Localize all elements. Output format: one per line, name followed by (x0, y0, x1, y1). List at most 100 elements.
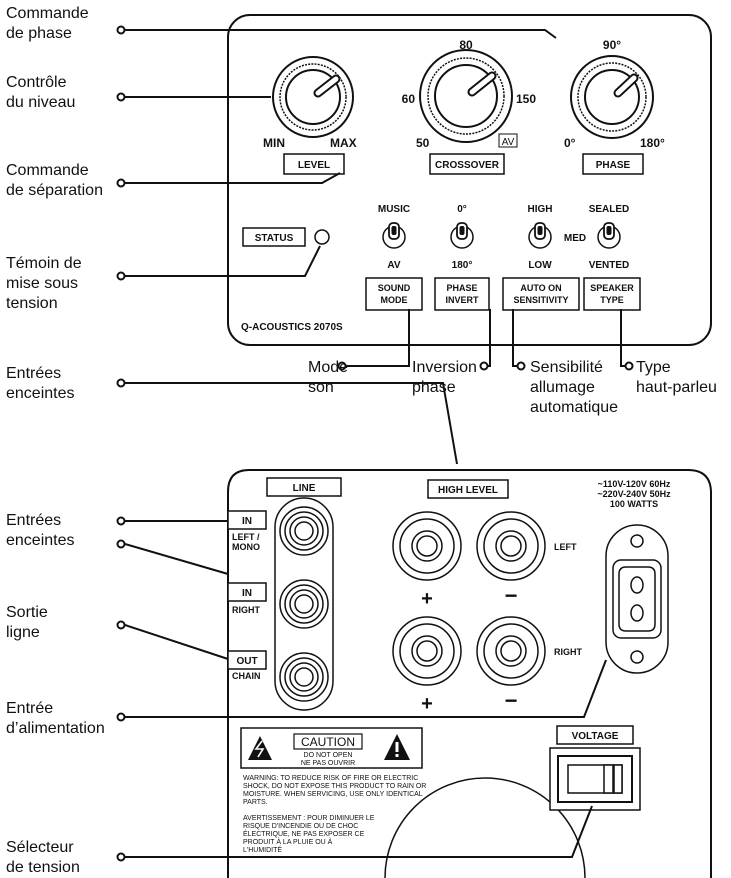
voltage-selector-switch[interactable] (549, 747, 641, 811)
callout-speaker-type-1: Type (636, 359, 671, 376)
sound-mode-label-1: SOUND (378, 283, 411, 293)
callout-auto-on-2: allumage (530, 379, 595, 396)
level-label: LEVEL (298, 160, 330, 171)
leader-sound-mode (342, 309, 410, 367)
leader-crossover (125, 172, 341, 184)
speaker-left-plus-terminal[interactable] (392, 511, 462, 581)
right-channel-label: RIGHT (554, 647, 583, 657)
warning-en-3: MOISTURE. WHEN SERVICING, USE ONLY IDENT… (243, 791, 423, 798)
rca-out-chain-jack[interactable] (279, 652, 329, 702)
caution-label: CAUTION (301, 735, 355, 749)
line-label: LINE (293, 483, 316, 494)
leader-phase-invert (484, 309, 491, 367)
status-led (314, 229, 330, 245)
callout-phase-invert-1: Inversion (412, 359, 477, 376)
in-right-label: IN (242, 588, 252, 599)
warning-fr-2: RISQUE D'INCENDIE OU DE CHOC (243, 823, 358, 830)
plus-sign-lower: + (421, 693, 433, 715)
left-channel-label: LEFT (554, 542, 577, 552)
crossover-av-label: AV (502, 137, 515, 148)
callout-line-out-1: Sortie (6, 604, 48, 621)
phase-knob[interactable] (570, 55, 654, 139)
leader-in-right (124, 543, 229, 575)
phase-invert-top-label: 0° (457, 204, 467, 215)
phase-invert-switch[interactable] (450, 222, 474, 249)
in-right-sub: RIGHT (232, 605, 261, 615)
leader-status (125, 245, 321, 277)
in-left-sub-2: MONO (232, 542, 260, 552)
callout-power-led-1: Témoin de (6, 255, 82, 272)
phase-invert-label-2: INVERT (445, 295, 479, 305)
leader-speaker-inputs (125, 382, 458, 465)
voltage-label-box (556, 725, 634, 745)
callout-level-2: du niveau (6, 94, 75, 111)
speaker-type-label-2: TYPE (600, 295, 624, 305)
speaker-type-switch[interactable] (597, 222, 621, 249)
crossover-80-label: 80 (459, 38, 473, 52)
callout-leaders (124, 29, 629, 858)
warning-fr-3: ÉLECTRIQUE, NE PAS EXPOSER CE (243, 829, 365, 838)
callout-line-out-2: ligne (6, 624, 40, 641)
callout-power-led-2: mise sous (6, 275, 78, 292)
speaker-type-label-box (583, 277, 641, 311)
speaker-left-minus-terminal[interactable] (476, 511, 546, 581)
callout-speaker-inputs-b-2: enceintes (6, 532, 75, 549)
callout-voltage-2: de tension (6, 859, 80, 876)
callout-level-1: Contrôle (6, 74, 67, 91)
rca-in-left-jack[interactable] (279, 506, 329, 556)
crossover-150-label: 150 (516, 92, 536, 106)
level-knob[interactable] (272, 56, 354, 138)
crossover-av-box (498, 133, 518, 148)
phase-invert-bottom-label: 180° (452, 260, 473, 271)
out-label: OUT (236, 656, 257, 667)
power-spec-1: ~110V-120V 60Hz (598, 479, 671, 489)
crossover-label-box (429, 153, 505, 175)
warning-fr-4: PRODUIT À LA PLUIE OU À (243, 837, 333, 846)
left-callouts: Commande de phase Contrôle du niveau Com… (6, 5, 105, 876)
phase-invert-label-1: PHASE (446, 283, 477, 293)
callout-phase-2: de phase (6, 25, 72, 42)
caution-label-panel: CAUTION DO NOT OPEN NE PAS OUVRIR (240, 727, 423, 769)
auto-on-label-2: SENSITIVITY (513, 295, 568, 305)
phase-label-box (582, 153, 644, 175)
warning-en-4: PARTS. (243, 799, 268, 806)
sound-mode-label-box (365, 277, 423, 311)
in-left-sub-1: LEFT / (232, 532, 260, 542)
speaker-type-label-1: SPEAKER (590, 283, 634, 293)
phase-0-label: 0° (564, 136, 576, 150)
rca-in-right-jack[interactable] (279, 579, 329, 629)
crossover-label: CROSSOVER (435, 160, 500, 171)
lightning-warning-icon (248, 736, 272, 760)
callout-crossover-1: Commande (6, 162, 89, 179)
model-name: Q-ACOUSTICS 2070S (241, 322, 343, 333)
callout-sound-mode-1: Mode (308, 359, 348, 376)
power-spec-2: ~220V-240V 50Hz (597, 489, 671, 499)
callout-auto-on-3: automatique (530, 399, 618, 416)
speaker-type-top-label: SEALED (589, 204, 630, 215)
line-label-box (266, 477, 342, 497)
minus-sign-lower: − (505, 688, 518, 713)
crossover-knob[interactable] (419, 49, 513, 143)
callout-sound-mode-2: son (308, 379, 334, 396)
leader-line-out (124, 624, 229, 660)
leader-speaker-type (620, 309, 629, 367)
status-label: STATUS (255, 233, 294, 244)
exclamation-warning-icon (384, 734, 410, 760)
phase-invert-label-box (434, 277, 490, 311)
in-right-label-box (227, 582, 267, 602)
phase-90-label: 90° (603, 38, 621, 52)
auto-on-mid-label: MED (564, 233, 586, 244)
auto-on-top-label: HIGH (528, 204, 553, 215)
power-inlet[interactable] (605, 524, 669, 674)
minus-sign-upper: − (505, 583, 518, 608)
high-level-label-box (427, 479, 509, 499)
auto-on-switch[interactable] (528, 222, 552, 249)
crossover-50-label: 50 (416, 136, 430, 150)
plus-sign-upper: + (421, 588, 433, 610)
speaker-right-plus-terminal[interactable] (392, 616, 462, 686)
control-panel: MIN MAX LEVEL 80 60 150 50 AV CROSSOVER … (227, 14, 712, 346)
speaker-right-minus-terminal[interactable] (476, 616, 546, 686)
sound-mode-switch[interactable] (382, 222, 406, 249)
callout-speaker-inputs-b-1: Entrées (6, 512, 61, 529)
speaker-type-bottom-label: VENTED (589, 260, 630, 271)
